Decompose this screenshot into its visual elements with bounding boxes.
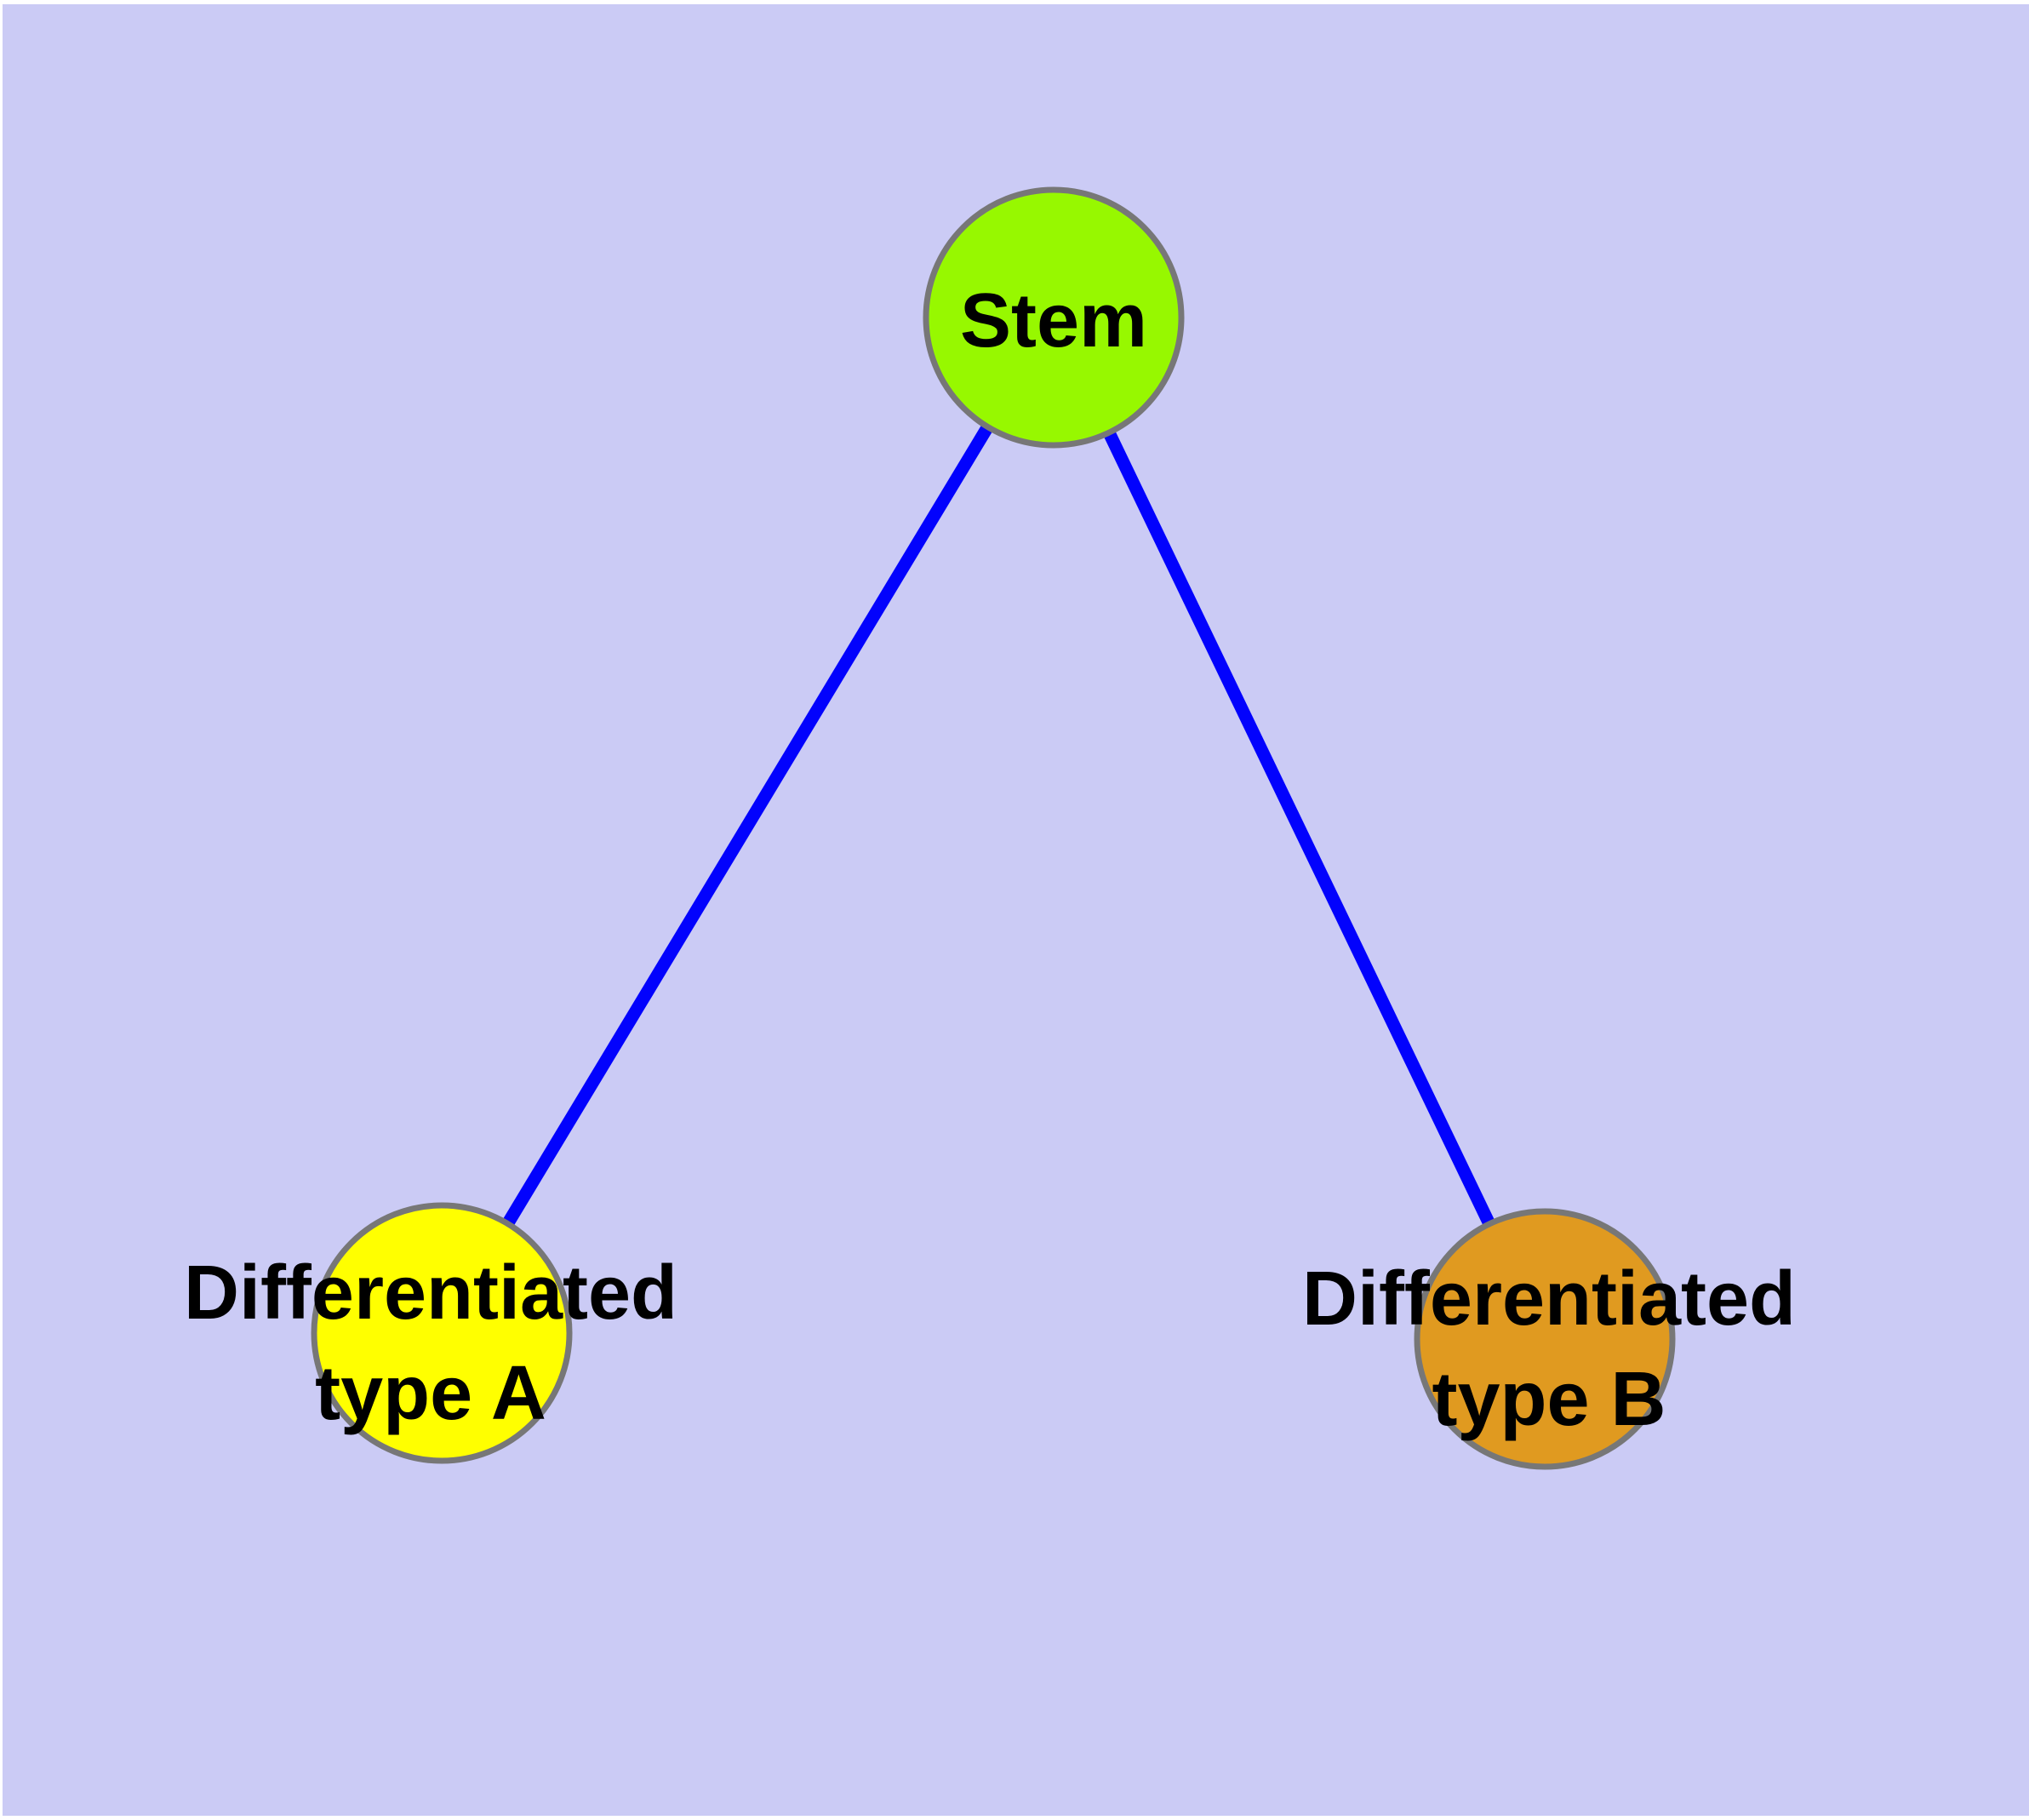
edge-stem-to-type-a bbox=[436, 314, 1060, 1336]
node-stem bbox=[923, 186, 1185, 449]
edge-stem-to-type-b bbox=[1048, 314, 1551, 1342]
node-type-b-label-line1: Differentiated bbox=[1302, 1256, 1796, 1342]
node-stem-label: Stem bbox=[960, 278, 1147, 363]
node-differentiated-type-b bbox=[1414, 1208, 1676, 1470]
node-type-a-label-line2: type A bbox=[315, 1351, 546, 1436]
node-type-a-label-line1: Differentiated bbox=[184, 1251, 677, 1336]
node-type-b-label-line2: type B bbox=[1432, 1357, 1666, 1442]
node-differentiated-type-a bbox=[311, 1202, 573, 1464]
